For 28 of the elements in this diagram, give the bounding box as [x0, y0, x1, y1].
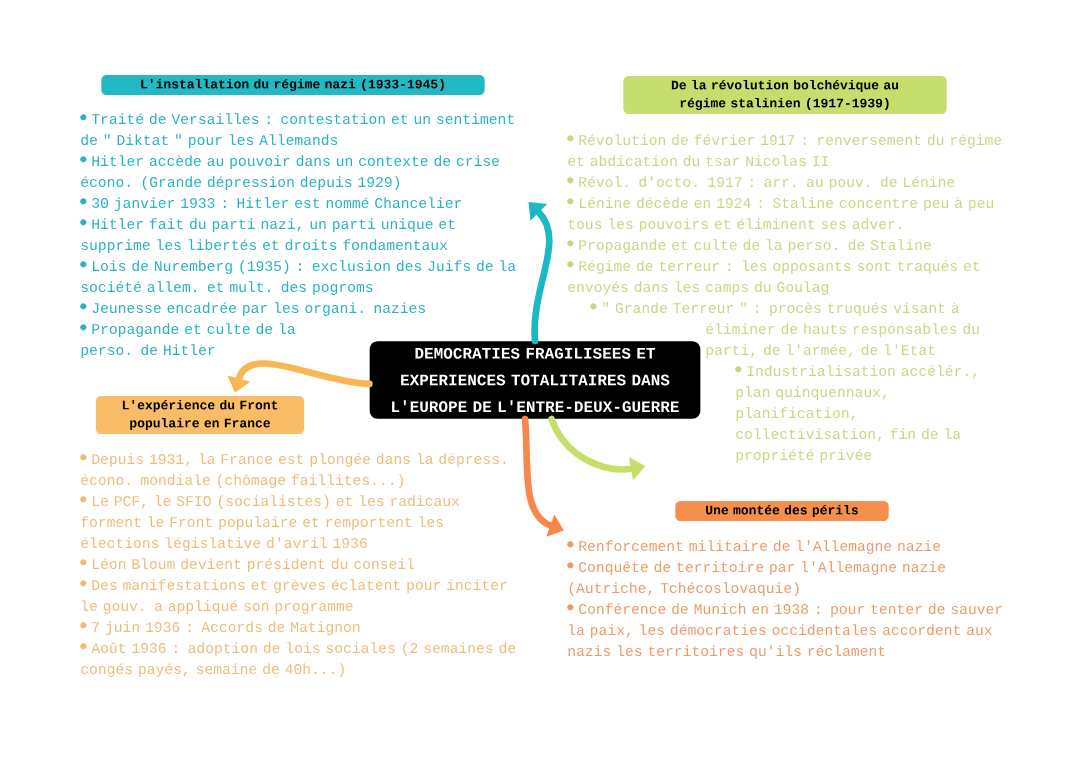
title-box: DEMOCRATIES FRAGILISEES ET EXPERIENCES TOTALITAIRES DANS L'EUROPE DE L'ENTRE-DEUX-GUERRE: [369, 341, 701, 419]
bullet-text: Révolution de février 1917 : renversement du régime et abdication du tsar Nicolas II: [567, 134, 1002, 167]
bullet-text: Conquête de territoire par l'Allemagne nazie (Autriche, Tchécoslovaquie): [567, 561, 945, 596]
bullet-text: 7 juin 1936 : Accords de Matignon: [80, 621, 360, 635]
bullet-text: Lénine décède en 1924 : Staline concentre peu à peu tous les pouvoirs et éliminent ses adver.: [567, 197, 994, 232]
bullet-text: Jeunesse encadrée par les organi. nazies: [80, 302, 425, 316]
bullet-text: Depuis 1931, la France est plongée dans la dépress. écono. mondiale (chômage faillites...): [80, 453, 506, 488]
bullet-text: Des manifestations et grèves éclatent pour inciter le gouv. a appliqué son programme: [80, 579, 507, 614]
bullet-text: Lois de Nuremberg (1935) : exclusion des Juifs de la société allem. et mult. des pogroms: [80, 260, 516, 295]
section-heading: L'installation du régime nazi (1933-1945): [101, 74, 485, 96]
bullet-text: Août 1936 : adoption de lois sociales (2 semaines de congés payés, semaine de 40h...): [80, 642, 516, 677]
bullet-text: Traité de Versailles : contestation et un sentiment de " Diktat " pour les Allemands: [80, 113, 514, 148]
curved-arrow: [528, 202, 553, 345]
bullet-text: Régime de terreur : les opposants sont traqués et envoyés dans les camps du Goulag: [567, 260, 980, 295]
section-heading: De la révolution bolchévique au régime stalinien (1917-1939): [623, 75, 947, 115]
bullet-text: Hitler accède au pouvoir dans un contexte de crise écono. (Grande dépression depuis 1929): [80, 155, 499, 190]
section-heading: L'expérience du Front populaire en France: [95, 395, 305, 435]
bullet-text: Industrialisation accélér., plan quinquennaux, planification, collectivisation, fin de la propriété privée: [735, 365, 977, 463]
bullet-text: Hitler fait du parti nazi, un parti unique et supprime les libertés et droits fondamentaux: [80, 218, 455, 253]
bullet-text: Propagande et culte de la perso. de Staline: [567, 239, 931, 253]
bullet-text: Léon Bloum devient président du conseil: [80, 558, 415, 572]
bullet-text: Conférence de Munich en 1938 : pour tenter de sauver la paix, les démocraties occidentales accordent aux nazis les territoires qu'ils réclament: [567, 603, 1002, 659]
bullet-text: Révol. d'octo. 1917 : arr. au pouv. de Lénine: [567, 176, 955, 190]
bullet-text: Propagande et culte de la perso. de Hitler: [80, 323, 296, 358]
section-heading: Une montée des périls: [675, 500, 889, 522]
bullet-text: Le PCF, le SFIO (socialistes) et les radicaux forment le Front populaire et remportent les élections législative d'avril 1936: [80, 495, 460, 551]
bullet-text: Renforcement militaire de l'Allemagne nazie: [567, 540, 941, 554]
bullet-text: 30 janvier 1933 : Hitler est nommé Chancelier: [80, 197, 462, 211]
